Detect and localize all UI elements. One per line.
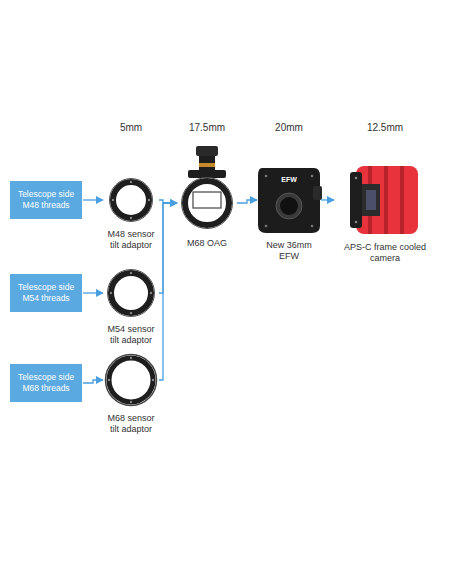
device-marking: EFW [281,176,297,183]
flow-arrow [83,380,103,383]
flow-arrow [237,200,257,203]
tilt-adaptor: M54 sensor tilt adaptor [104,268,158,346]
part-label: M48 sensor tilt adaptor [104,229,158,251]
box-text: Telescope side M54 threads [14,282,78,303]
tilt-adaptor: M68 sensor tilt adaptor [104,353,158,435]
thread-box: Telescope side M68 threads [10,364,82,402]
image-space [178,144,236,232]
flow-arrow [159,203,177,293]
part-label: M68 sensor tilt adaptor [104,413,158,435]
flow-arrow [159,203,177,380]
dimension-label: 17.5mm [189,122,225,133]
box-text: Telescope side M68 threads [14,372,78,393]
flow-arrow [321,199,334,200]
part-label: APS-C frame cooled camera [335,242,435,264]
thread-box: Telescope side M54 threads [10,274,82,312]
m48-ring [110,179,153,222]
dimension-label: 12.5mm [367,122,403,133]
m68-ring [106,355,157,406]
flow-arrow [83,292,103,293]
dimension-label: 20mm [275,122,303,133]
camera: APS-C frame cooled camera [335,164,435,264]
flow-arrow [83,199,103,200]
oag-illustration [182,146,233,229]
camera-illustration [350,166,418,234]
efw-illustration [258,168,322,233]
image-space [104,353,158,407]
image-space [335,164,435,236]
tilt-adaptor: M48 sensor tilt adaptor [104,177,158,251]
part-label: M54 sensor tilt adaptor [104,324,158,346]
m54-ring [108,270,155,317]
part-label: New 36mm EFW [258,240,320,262]
oag: M68 OAG [178,144,236,249]
part-label: M68 OAG [178,238,236,249]
dimension-label: 5mm [120,122,142,133]
image-space [104,177,158,223]
thread-box: Telescope side M48 threads [10,181,82,219]
image-space [104,268,158,318]
box-text: Telescope side M48 threads [14,189,78,210]
